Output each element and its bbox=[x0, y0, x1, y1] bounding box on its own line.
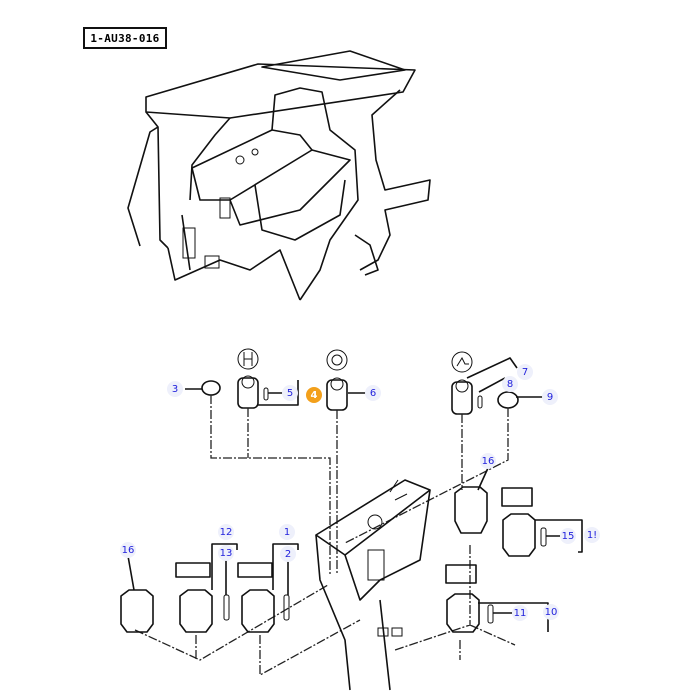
callout-12[interactable]: 12 bbox=[218, 524, 234, 540]
rotary-switch-h bbox=[237, 375, 259, 409]
callout-16-left[interactable]: 16 bbox=[120, 542, 136, 558]
console-illustration bbox=[315, 479, 431, 691]
rabbit-symbol-icon bbox=[445, 564, 477, 584]
callout-4-highlighted[interactable]: 4 bbox=[306, 387, 322, 403]
operator-seat-symbol-icon bbox=[451, 351, 473, 373]
knob-part-3 bbox=[201, 380, 221, 396]
rocker-switch-rabbit bbox=[241, 589, 275, 633]
diagram-code-label: 1-AU38-016 bbox=[83, 27, 167, 49]
callout-5[interactable]: 5 bbox=[282, 385, 298, 401]
callout-10[interactable]: 10 bbox=[543, 604, 559, 620]
cab-illustration bbox=[127, 50, 431, 301]
rocker-switch-14 bbox=[502, 513, 536, 557]
h-shift-symbol-icon bbox=[237, 348, 259, 370]
callout-9[interactable]: 9 bbox=[542, 389, 558, 405]
callout-11[interactable]: 11 bbox=[512, 605, 528, 621]
callout-6[interactable]: 6 bbox=[365, 385, 381, 401]
callout-2[interactable]: 2 bbox=[280, 546, 296, 562]
rocker-switch-16-left bbox=[120, 589, 154, 633]
callout-16-right[interactable]: 16 bbox=[480, 453, 496, 469]
rocker-switch-16-right bbox=[454, 486, 488, 534]
rotary-switch-diff bbox=[326, 377, 348, 411]
callout-7[interactable]: 7 bbox=[517, 364, 533, 380]
rocker-switch-10 bbox=[446, 593, 480, 633]
differential-lock-symbol-icon bbox=[326, 349, 348, 371]
callout-3[interactable]: 3 bbox=[167, 381, 183, 397]
turtle-symbol-icon bbox=[237, 562, 273, 578]
rotary-switch-seat bbox=[451, 379, 473, 415]
knob-part-9 bbox=[497, 391, 519, 409]
turtle-symbol-icon bbox=[175, 562, 211, 578]
callout-15[interactable]: 15 bbox=[560, 528, 576, 544]
callout-13[interactable]: 13 bbox=[218, 545, 234, 561]
rocker-switch-turtle bbox=[179, 589, 213, 633]
callout-14-cut[interactable]: 1! bbox=[584, 527, 600, 543]
callout-8[interactable]: 8 bbox=[502, 376, 518, 392]
callout-1[interactable]: 1 bbox=[279, 524, 295, 540]
rabbit-symbol-icon bbox=[501, 487, 533, 507]
